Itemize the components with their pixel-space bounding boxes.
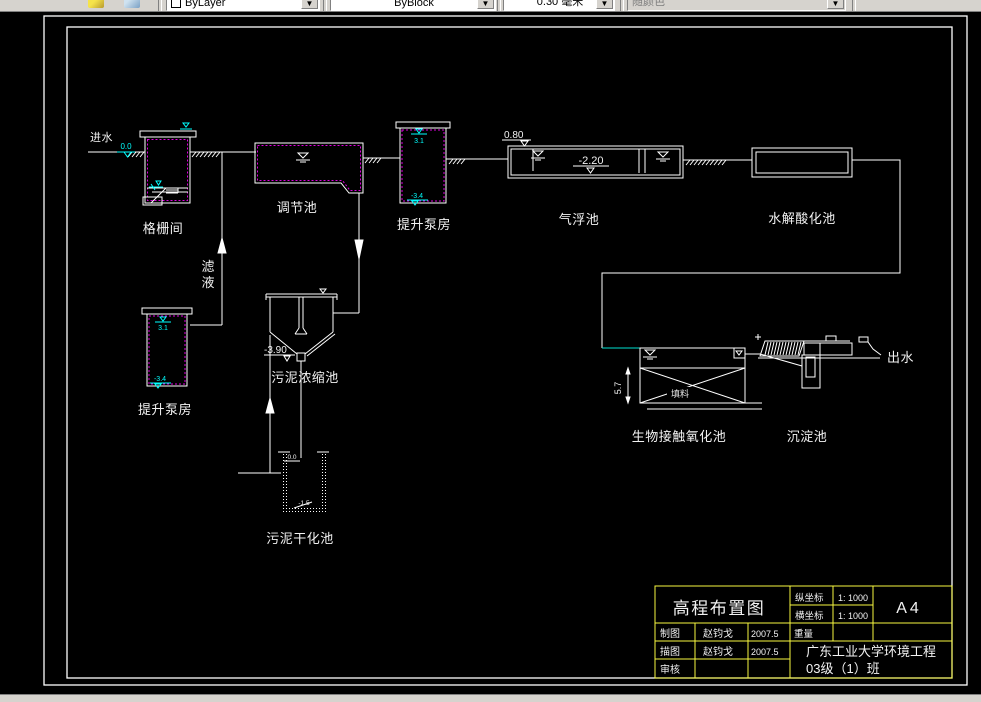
pump-house-1-label: 提升泵房 <box>397 217 451 232</box>
combo-dropdown-arrow[interactable]: ▼ <box>596 0 613 9</box>
pump-house-1 <box>395 121 451 204</box>
plotstyle-value: 随颜色 <box>632 0 665 8</box>
h-scale-value: 1: 1000 <box>838 611 868 621</box>
flotation-water-elevation: -2.20 <box>578 155 603 167</box>
title-block-text: 高程布置图 纵坐标 1: 1000 横坐标 1: 1000 重量 A4 制图 赵… <box>660 592 936 676</box>
down-arrow <box>354 239 364 260</box>
toolbar-separator <box>158 0 162 11</box>
tracer-label: 描图 <box>660 645 680 658</box>
sedimentation-label: 沉淀池 <box>787 429 828 444</box>
contact-tank-label: 生物接触氧化池 <box>632 429 727 444</box>
sludge-drying-bed <box>278 451 329 513</box>
ground-lines <box>88 151 752 166</box>
inner-border <box>66 26 953 679</box>
layers-icon[interactable] <box>124 0 140 8</box>
tracer-name: 赵钧戈 <box>703 645 733 658</box>
bio-contact-tank <box>639 347 762 410</box>
unit-labels: 进水 格栅间 调节池 提升泵房 气浮池 水解酸化池 提升泵房 污泥浓缩池 污泥干… <box>90 131 914 546</box>
toolbar-separator <box>323 0 327 11</box>
pump-house-1-annotations <box>407 128 428 206</box>
grid-chamber-annotations <box>117 122 192 191</box>
grid-chamber <box>139 130 197 206</box>
drying-top-elevation: 0.0 <box>287 454 296 461</box>
drawing-canvas[interactable]: 0.0 3.1 -3.4 0.80 -2.20 <box>0 12 981 694</box>
drying-bottom-elevation: -1.5 <box>298 500 310 507</box>
pump1-bottom-elevation: -3.4 <box>411 193 423 200</box>
organization-line2: 03级（1）班 <box>806 661 880 676</box>
inlet-label: 进水 <box>90 131 113 144</box>
air-flotation-tank <box>502 139 684 179</box>
filtrate-label-1: 滤 <box>201 259 214 274</box>
v-scale-value: 1: 1000 <box>838 593 868 603</box>
paper-size: A4 <box>896 600 922 617</box>
color-value: ByLayer <box>185 0 226 9</box>
outlet-label: 出水 <box>887 350 914 365</box>
title-block <box>654 585 953 679</box>
plotstyle-control-combo: 随颜色 ▼ <box>627 0 846 11</box>
outer-border <box>43 15 968 686</box>
toolbar-separator <box>852 0 856 11</box>
thickener-bottom-elevation: -3.90 <box>264 345 287 356</box>
contact-tank-dimension <box>625 366 631 405</box>
bottom-status-strip <box>0 694 981 702</box>
drawing-border <box>43 15 968 686</box>
combo-dropdown-arrow[interactable]: ▼ <box>301 0 318 9</box>
contact-depth-dimension: 5.7 <box>613 382 623 395</box>
object-properties-toolbar: ByLayer ▼ ByBlock ▼ 0.30 毫米 ▼ 随颜色 ▼ <box>0 0 981 12</box>
lineweight-control-combo[interactable]: 0.30 毫米 ▼ <box>503 0 615 11</box>
weight-label: 重量 <box>794 628 814 640</box>
pipe-hydrolysis-to-contact <box>601 159 901 349</box>
tracer-date: 2007.5 <box>751 647 779 657</box>
thickener-label: 污泥浓缩池 <box>271 370 339 385</box>
drawing-title: 高程布置图 <box>673 599 766 618</box>
pump2-top-elevation: 3.1 <box>158 325 168 332</box>
flotation-top-elevation: 0.80 <box>504 130 524 141</box>
toolbar-separator <box>620 0 624 11</box>
organization-line1: 广东工业大学环境工程 <box>806 644 936 659</box>
h-scale-label: 横坐标 <box>795 610 824 622</box>
pump1-top-elevation: 3.1 <box>414 138 424 145</box>
pump-house-2 <box>141 307 193 387</box>
up-arrow <box>217 236 227 254</box>
drafter-date: 2007.5 <box>751 629 779 639</box>
linetype-control-combo[interactable]: ByBlock ▼ <box>330 0 496 11</box>
drying-bed-label: 污泥干化池 <box>266 531 334 546</box>
inlet-elevation: 0.0 <box>120 142 132 151</box>
make-layer-current-icon[interactable] <box>88 0 104 8</box>
drafter-name: 赵钧戈 <box>703 627 733 640</box>
filtrate-line <box>190 152 227 326</box>
drying-bed-return-line <box>238 335 283 474</box>
pump2-bottom-elevation: -3.4 <box>154 376 166 383</box>
drafter-label: 制图 <box>660 627 680 640</box>
combo-dropdown-arrow[interactable]: ▼ <box>477 0 494 9</box>
up-arrow <box>265 396 275 414</box>
regulating-tank-label: 调节池 <box>277 200 318 215</box>
color-control-combo[interactable]: ByLayer ▼ <box>166 0 320 11</box>
sedimentation-tank <box>745 334 882 389</box>
combo-dropdown-arrow: ▼ <box>827 0 844 9</box>
color-swatch <box>171 0 181 8</box>
air-flotation-label: 气浮池 <box>559 212 600 227</box>
regulating-tank <box>254 142 364 194</box>
pump-house-2-label: 提升泵房 <box>138 402 192 417</box>
hydrolysis-tank <box>751 147 853 178</box>
lineweight-value: 0.30 毫米 <box>536 0 584 8</box>
reviewer-label: 审核 <box>660 663 680 676</box>
sludge-thickener <box>264 288 359 458</box>
hydrolysis-label: 水解酸化池 <box>768 211 836 226</box>
v-scale-label: 纵坐标 <box>795 592 824 604</box>
grid-chamber-label: 格栅间 <box>143 221 184 236</box>
pump-house-2-annotations <box>150 316 171 389</box>
filler-label-backing <box>667 387 693 399</box>
filler-label: 填料 <box>671 388 689 399</box>
linetype-value: ByBlock <box>394 0 434 9</box>
filtrate-label-2: 液 <box>201 275 214 290</box>
toolbar-separator <box>497 0 501 11</box>
